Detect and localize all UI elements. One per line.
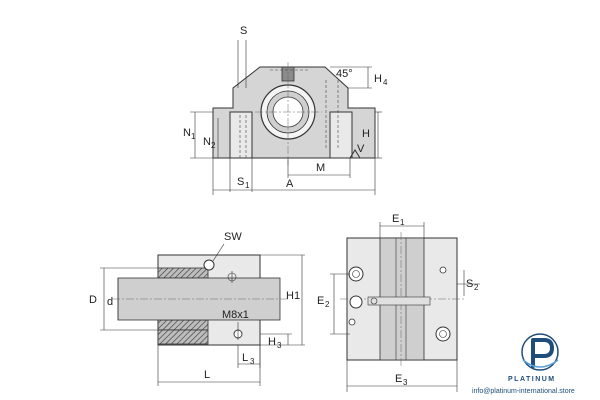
front-flange-slot-right	[329, 111, 353, 159]
label-angle: 45°	[336, 68, 353, 80]
label-v: V	[357, 143, 365, 155]
front-flange-slot-left	[229, 111, 253, 159]
label-a: A	[286, 178, 294, 190]
label-s2: S	[466, 278, 473, 290]
label-n2-sub: 2	[211, 141, 216, 150]
brand-email: info@platinum-international.store	[472, 388, 575, 395]
brand-logo: PLATINUM info@platinum-international.sto…	[472, 333, 575, 395]
label-e2-sub: 2	[325, 300, 330, 309]
label-h: H	[362, 128, 370, 140]
label-d-outer: D	[89, 294, 97, 306]
side-sw-nut	[203, 259, 215, 271]
label-m8x1: M8x1	[222, 309, 249, 321]
label-n1-sub: 1	[191, 132, 196, 141]
label-e3: E	[395, 373, 402, 385]
top-view: E 1 E 2 S 2 E 3	[317, 213, 480, 392]
label-h4: H	[374, 73, 382, 85]
top-hole-bl	[349, 295, 363, 309]
label-s: S	[240, 25, 247, 37]
label-h1: H1	[286, 290, 300, 302]
label-e2: E	[317, 295, 324, 307]
label-l: L	[204, 369, 210, 381]
label-m: M	[316, 162, 325, 174]
label-h3: H	[268, 336, 276, 348]
label-e1-sub: 1	[400, 218, 405, 227]
label-d-inner: d	[107, 296, 113, 308]
side-view: SW M8x1 D d H1 H 3 L 3	[89, 231, 305, 386]
top-hole-small-r	[439, 266, 447, 274]
front-view: S 45° H 4 N 1 N 2 H V M S 1	[183, 25, 388, 195]
label-n1: N	[183, 127, 191, 139]
label-sw: SW	[224, 231, 242, 243]
top-screw	[367, 296, 431, 306]
brand-name: PLATINUM	[508, 376, 556, 383]
label-l3: L	[242, 352, 248, 364]
label-s2-sub: 2	[474, 283, 479, 292]
label-h3-sub: 3	[277, 341, 282, 350]
label-s1: S	[237, 176, 244, 188]
top-hole-small-l	[348, 318, 356, 326]
label-h4-sub: 4	[383, 78, 388, 87]
top-hole-tl	[348, 266, 364, 282]
label-s1-sub: 1	[245, 181, 250, 190]
side-bearing-top	[157, 267, 209, 279]
label-n2: N	[203, 136, 211, 148]
label-l3-sub: 3	[250, 357, 255, 366]
label-e1: E	[392, 213, 399, 225]
top-hole-br	[435, 326, 451, 342]
label-e3-sub: 3	[403, 378, 408, 387]
side-bearing-bottom	[157, 319, 209, 331]
